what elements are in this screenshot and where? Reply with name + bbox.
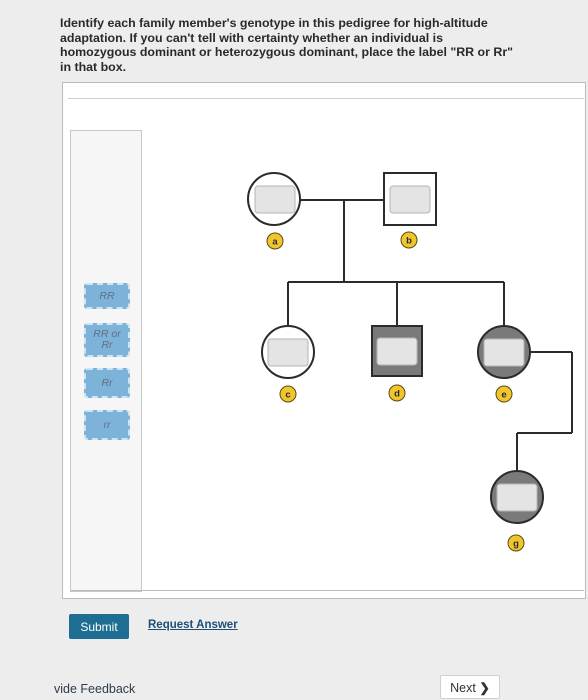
drop-zone-c[interactable]	[267, 338, 309, 367]
badge-g	[507, 534, 525, 552]
badge-e	[495, 385, 513, 403]
label-rr-recessive[interactable]: rr	[84, 410, 130, 440]
provide-feedback-link[interactable]: vide Feedback	[54, 682, 136, 696]
badge-d	[388, 384, 406, 402]
individual-e: e	[477, 325, 531, 403]
badge-a-text: a	[272, 237, 278, 248]
request-answer-link[interactable]: Request Answer	[148, 619, 238, 631]
individual-b: b	[383, 172, 437, 249]
divider	[70, 590, 584, 591]
badge-c-text: c	[285, 390, 290, 401]
next-label: Next	[450, 680, 476, 695]
badge-d-text: d	[394, 389, 400, 400]
question-text: Identify each family member's genotype i…	[60, 16, 514, 74]
pedigree-lines	[287, 199, 573, 470]
drop-zone-a[interactable]	[254, 185, 296, 214]
drop-zone-g[interactable]	[496, 483, 538, 512]
label-rr-dominant[interactable]: RR	[84, 283, 130, 309]
label-heterozygous[interactable]: Rr	[84, 368, 130, 398]
badge-b	[400, 231, 418, 249]
individual-g: g	[490, 470, 544, 552]
drop-zone-b[interactable]	[389, 185, 431, 214]
badge-a	[266, 232, 284, 250]
drop-zone-e[interactable]	[483, 338, 525, 367]
individual-a: a	[247, 172, 301, 250]
submit-button[interactable]: Submit	[69, 614, 129, 639]
individual-c: c	[261, 325, 315, 403]
chevron-right-icon: ❯	[479, 680, 490, 695]
badge-c	[279, 385, 297, 403]
badge-b-text: b	[406, 236, 412, 247]
next-button[interactable]: Next ❯	[440, 675, 500, 699]
badge-g-text: g	[513, 539, 519, 550]
individual-d: d	[371, 325, 423, 402]
divider	[68, 98, 584, 99]
label-bank	[70, 130, 142, 592]
drop-zone-d[interactable]	[376, 337, 418, 366]
badge-e-text: e	[501, 390, 506, 401]
label-rr-or-rr[interactable]: RR or Rr	[84, 323, 130, 357]
